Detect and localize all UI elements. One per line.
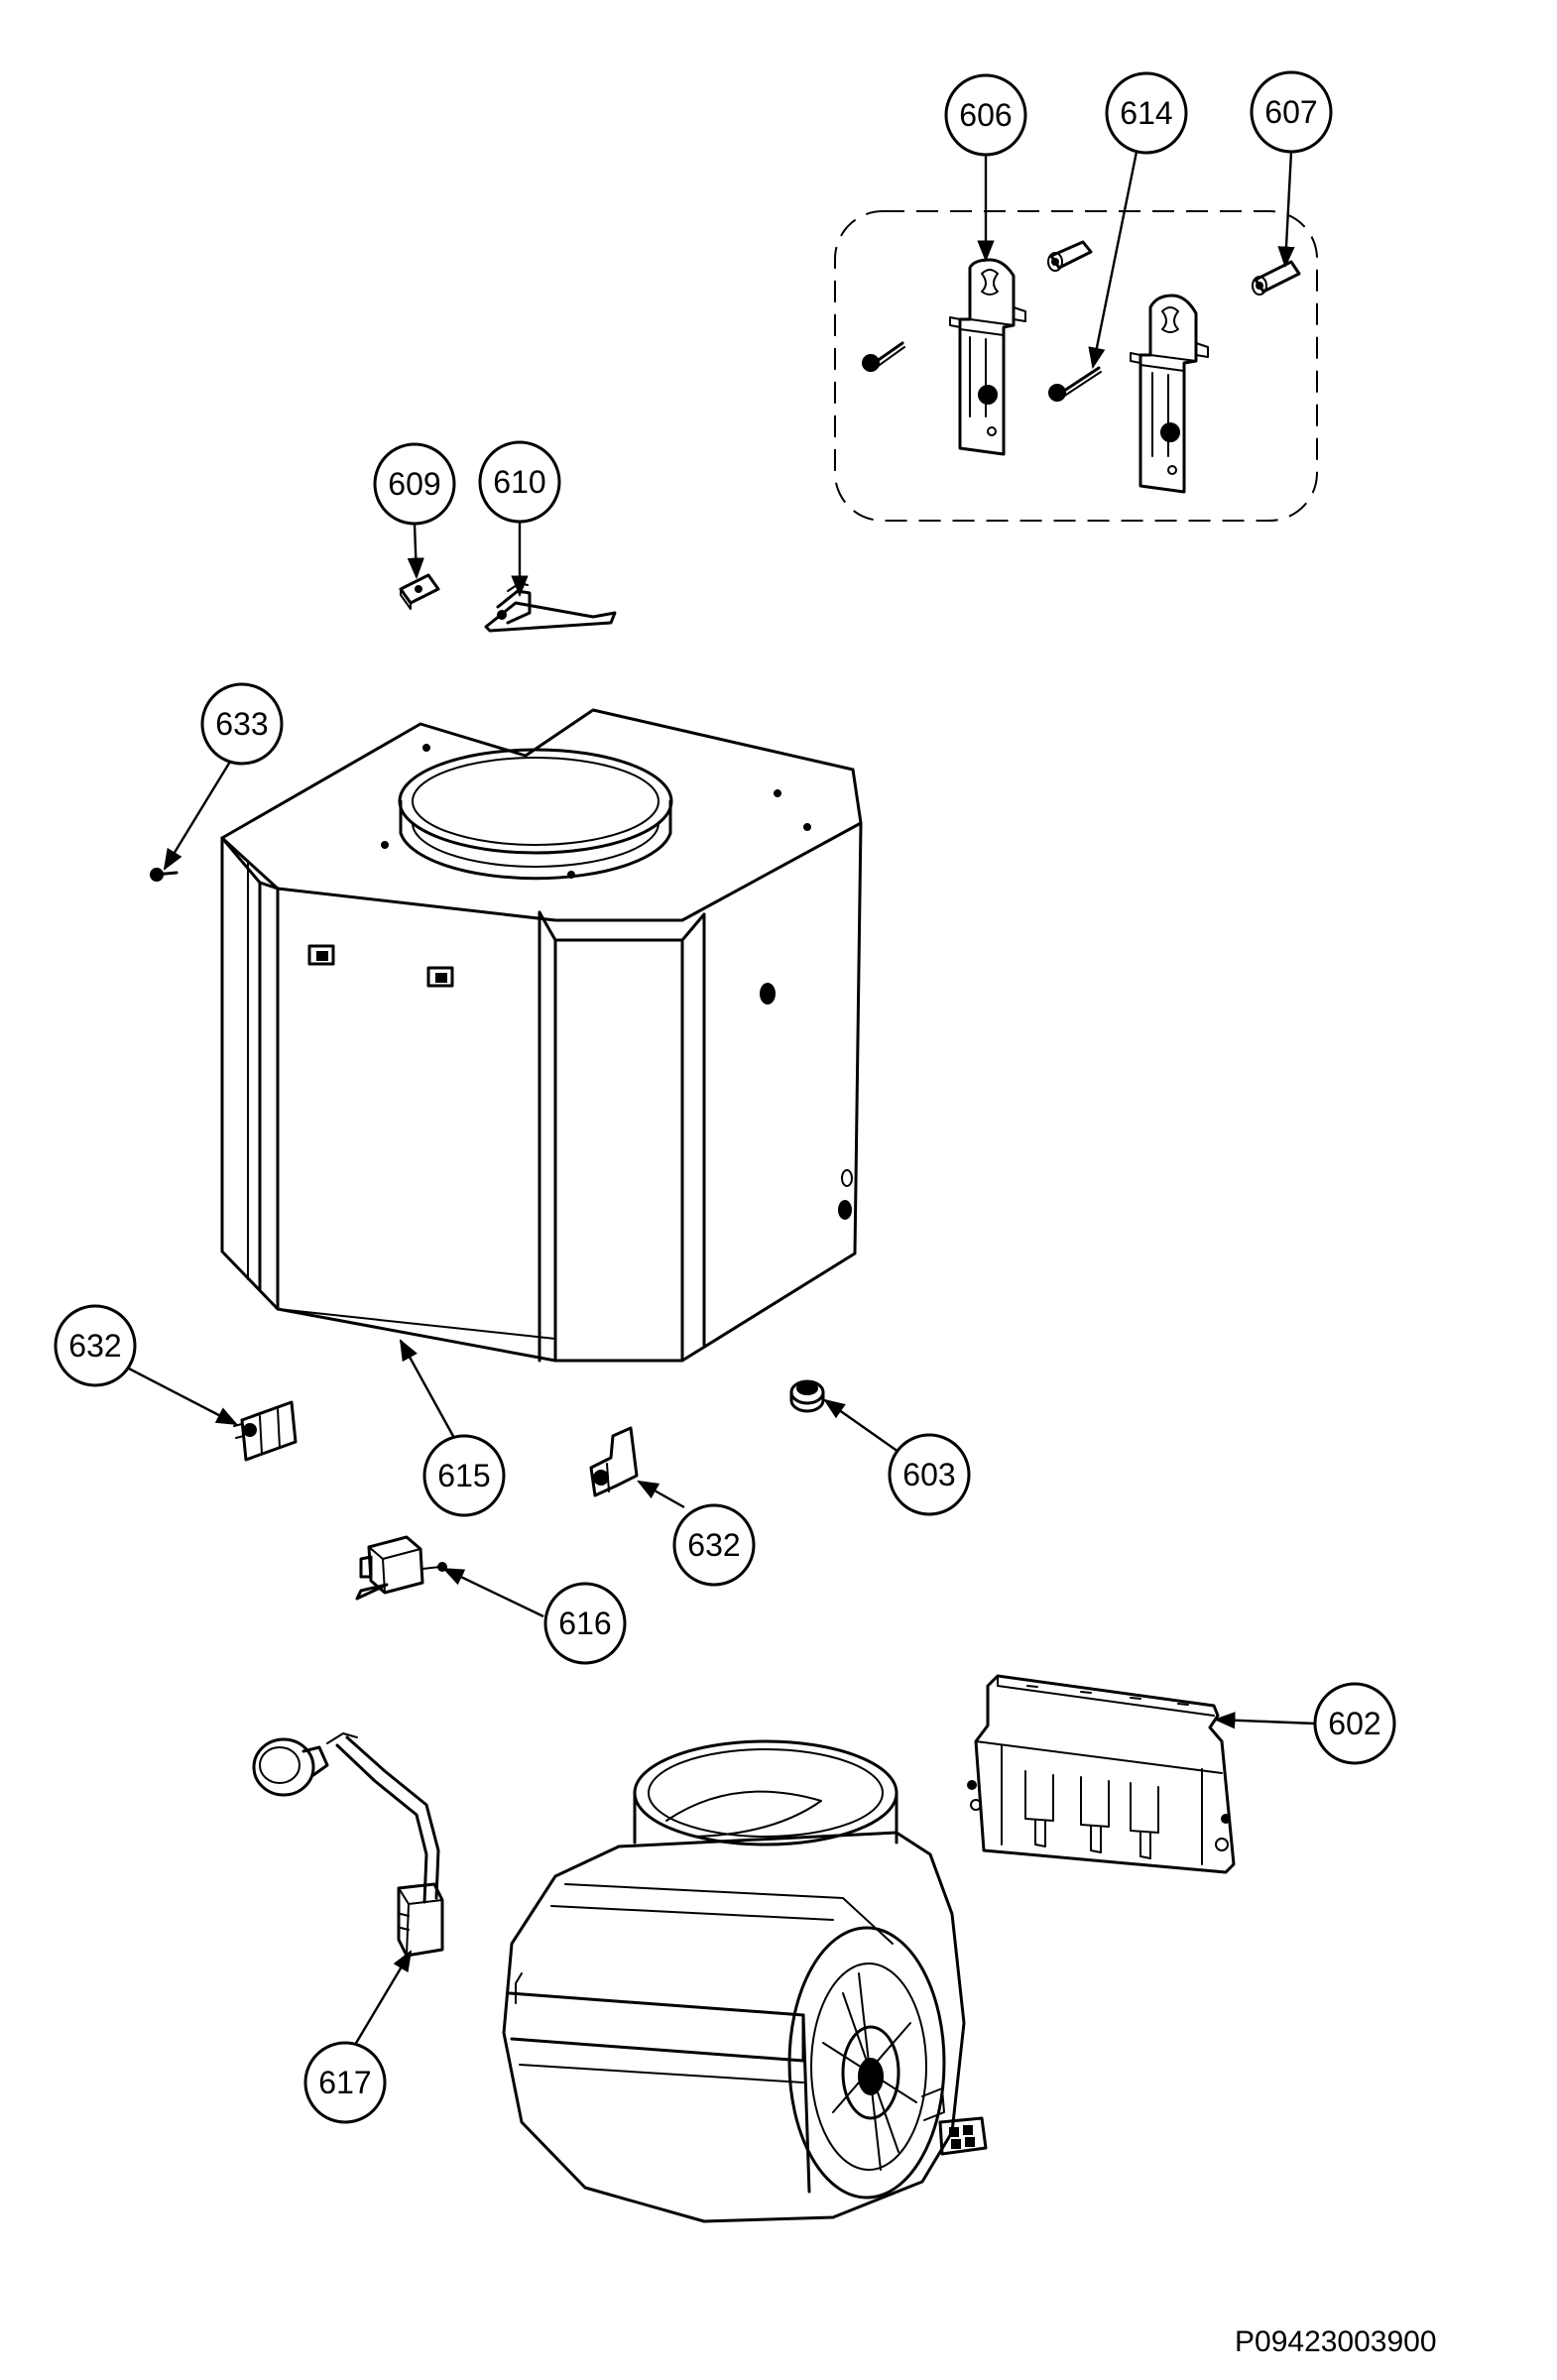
drawing-code: P09423003900	[1235, 2325, 1437, 2358]
callout-609: 609	[373, 442, 456, 526]
callout-614: 614	[1105, 71, 1188, 155]
blower-motor	[502, 1739, 988, 2223]
part-609-plate	[399, 573, 440, 610]
screw-614	[1048, 366, 1102, 402]
leader-633	[163, 761, 232, 871]
leader-616	[442, 1567, 544, 1618]
callout-617: 617	[303, 2041, 387, 2124]
kit-dashed-outline	[834, 210, 1318, 522]
callout-609-label: 609	[388, 466, 440, 502]
leader-609	[407, 523, 424, 580]
leader-603	[823, 1398, 899, 1453]
wall-plug-middle	[1047, 240, 1093, 272]
callout-602-label: 602	[1328, 1706, 1380, 1741]
leader-632-left	[124, 1365, 238, 1426]
callout-607: 607	[1250, 70, 1333, 154]
callout-616: 616	[543, 1582, 627, 1665]
wall-bracket-right	[1130, 294, 1209, 494]
part-632-clip-middle	[589, 1426, 639, 1497]
callout-615: 615	[422, 1434, 506, 1517]
callout-633-label: 633	[215, 706, 268, 742]
leader-615	[399, 1339, 456, 1439]
callout-606: 606	[944, 73, 1027, 157]
callout-606-label: 606	[959, 97, 1012, 133]
part-615-housing	[220, 708, 863, 1363]
leader-617	[353, 1950, 413, 2046]
callout-615-label: 615	[437, 1458, 490, 1493]
callout-607-label: 607	[1264, 94, 1317, 130]
callout-632-left-label: 632	[68, 1328, 121, 1364]
part-632-clip-left	[233, 1400, 298, 1462]
callout-610: 610	[478, 440, 561, 524]
bracket-kit-group	[834, 210, 1318, 522]
leader-614	[1088, 151, 1138, 370]
wall-bracket-left	[949, 258, 1026, 456]
callout-632-middle-label: 632	[687, 1527, 740, 1563]
leader-607	[1277, 151, 1295, 269]
leader-632-middle	[637, 1480, 685, 1509]
callout-610-label: 610	[493, 464, 545, 500]
callout-633: 633	[200, 682, 284, 766]
callout-602: 602	[1313, 1682, 1396, 1765]
part-610-bracket	[484, 582, 617, 633]
part-633-screw	[150, 868, 179, 882]
callout-632-left: 632	[54, 1304, 137, 1387]
part-616-switch	[355, 1535, 447, 1601]
part-617-capacitor	[252, 1732, 444, 1958]
part-602-plate	[967, 1674, 1236, 1874]
callout-603: 603	[888, 1433, 971, 1516]
callout-614-label: 614	[1120, 95, 1172, 131]
wall-plug-607	[1252, 260, 1301, 296]
part-603-grommet	[789, 1379, 825, 1413]
leader-602	[1213, 1712, 1316, 1729]
callout-632-middle: 632	[672, 1503, 756, 1587]
screw-left	[862, 341, 905, 372]
callout-617-label: 617	[318, 2065, 371, 2100]
callout-616-label: 616	[558, 1606, 611, 1641]
callout-603-label: 603	[902, 1457, 955, 1492]
